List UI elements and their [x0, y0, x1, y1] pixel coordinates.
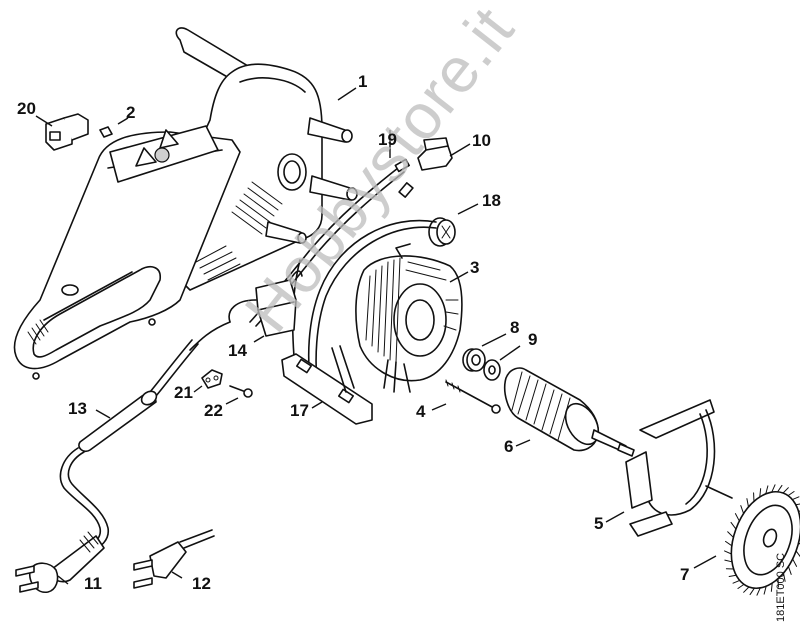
fan-blade [743, 586, 750, 593]
fan-blade [787, 491, 795, 497]
callout-21: 21 [174, 383, 193, 402]
callout-3: 3 [470, 258, 480, 277]
housing-part [13, 27, 358, 380]
field-coil-part [355, 243, 463, 393]
fan-blade [724, 550, 732, 555]
connector-part [45, 113, 89, 151]
fan-blade [728, 574, 737, 578]
washer-part [483, 359, 501, 381]
fan-blade [763, 585, 767, 595]
fan-blade [727, 531, 734, 538]
micro-switch-part [417, 137, 453, 171]
fan-housing-part [625, 399, 733, 537]
leader-lines [35, 87, 717, 585]
callout-5: 5 [594, 514, 604, 533]
grommet-part [428, 217, 456, 247]
callout-9: 9 [528, 330, 538, 349]
cord-cable [149, 339, 193, 393]
fan-blade [787, 565, 792, 575]
callout-12: 12 [192, 574, 211, 593]
fan-blade [765, 485, 769, 495]
switch-part [189, 270, 303, 351]
fan-blade [737, 583, 745, 589]
callout-14: 14 [228, 341, 247, 360]
callout-8: 8 [510, 318, 520, 337]
screw-22-part [229, 385, 253, 398]
plug-grounded-part [15, 531, 105, 594]
callout-7: 7 [680, 565, 690, 584]
fan-blade [724, 540, 733, 547]
armature-part [503, 367, 635, 457]
callout-18: 18 [482, 191, 501, 210]
callout-6: 6 [504, 437, 514, 456]
fan-blade [791, 496, 800, 501]
plug-two-pin-part [133, 529, 215, 589]
strain-relief-part [201, 369, 223, 389]
fan-blade [795, 503, 800, 506]
callout-2: 2 [126, 103, 136, 122]
callout-1: 1 [358, 72, 368, 91]
fan-blade [730, 521, 737, 530]
screw-4-part [445, 379, 501, 414]
callout-19: 19 [378, 130, 397, 149]
fan-blade [746, 498, 750, 508]
fan-blade [740, 505, 745, 515]
callout-4: 4 [416, 402, 426, 421]
fan-blade [756, 587, 761, 596]
fan-blade [759, 488, 762, 498]
sleeve-part [99, 126, 113, 138]
callout-22: 22 [204, 401, 223, 420]
fan-wheel-part [724, 484, 800, 596]
fan-blade [795, 550, 800, 558]
fan-blade [782, 487, 789, 494]
fan-blade [732, 579, 741, 584]
callout-11: 11 [84, 574, 102, 593]
fan-blade [749, 587, 755, 596]
fan-blade [777, 484, 783, 493]
fan-blade [782, 572, 786, 582]
fan-blade [724, 559, 733, 563]
fan-blade [734, 513, 740, 522]
ball-bearing-part [462, 348, 486, 372]
brush-holder-plate-part [281, 345, 373, 425]
drawing-code: 181ET000 SC [775, 552, 787, 622]
callout-20: 20 [17, 99, 36, 118]
fan-blade [770, 582, 773, 592]
callout-13: 13 [68, 399, 87, 418]
callout-17: 17 [290, 401, 309, 420]
fan-blade [792, 558, 798, 567]
callout-10: 10 [472, 131, 491, 150]
fan-blade [771, 484, 776, 493]
